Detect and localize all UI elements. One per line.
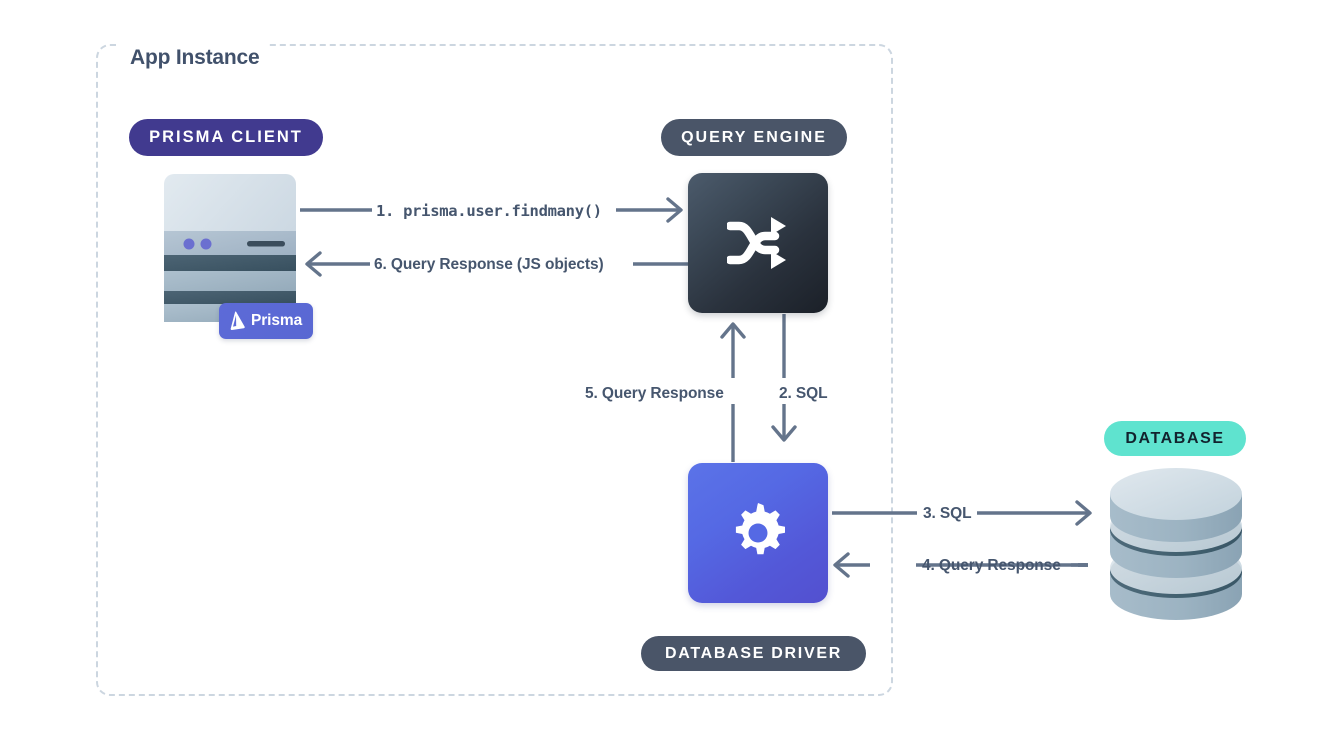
arrow-label-step-2: 2. SQL <box>779 385 828 402</box>
arrow-head-step-3 <box>1075 500 1092 526</box>
arrow-label-step-3: 3. SQL <box>923 505 972 522</box>
badge-query-engine: QUERY ENGINE <box>661 119 847 156</box>
node-database-driver <box>688 463 828 603</box>
badge-prisma-client: PRISMA CLIENT <box>129 119 323 156</box>
badge-database: DATABASE <box>1104 421 1246 456</box>
prisma-logo-label: Prisma <box>251 312 303 329</box>
stacked-server-card-icon <box>164 174 296 322</box>
arrow-label-step-5: 5. Query Response <box>585 385 724 402</box>
prisma-triangle-icon <box>230 311 245 331</box>
gear-icon <box>735 503 785 555</box>
arrow-label-step-4: 4. Query Response <box>922 557 1061 574</box>
arrow-label-step-6: 6. Query Response (JS objects) <box>374 256 604 273</box>
app-instance-title: App Instance <box>120 44 270 72</box>
arrow-label-step-1: 1. prisma.user.findmany() <box>376 202 602 220</box>
database-cylinder-icon <box>1110 468 1242 620</box>
app-instance-container <box>96 44 893 696</box>
shuffle-icon <box>727 217 786 269</box>
prisma-logo-badge: Prisma <box>219 303 313 339</box>
node-query-engine <box>688 173 828 313</box>
badge-database-driver: DATABASE DRIVER <box>641 636 866 671</box>
